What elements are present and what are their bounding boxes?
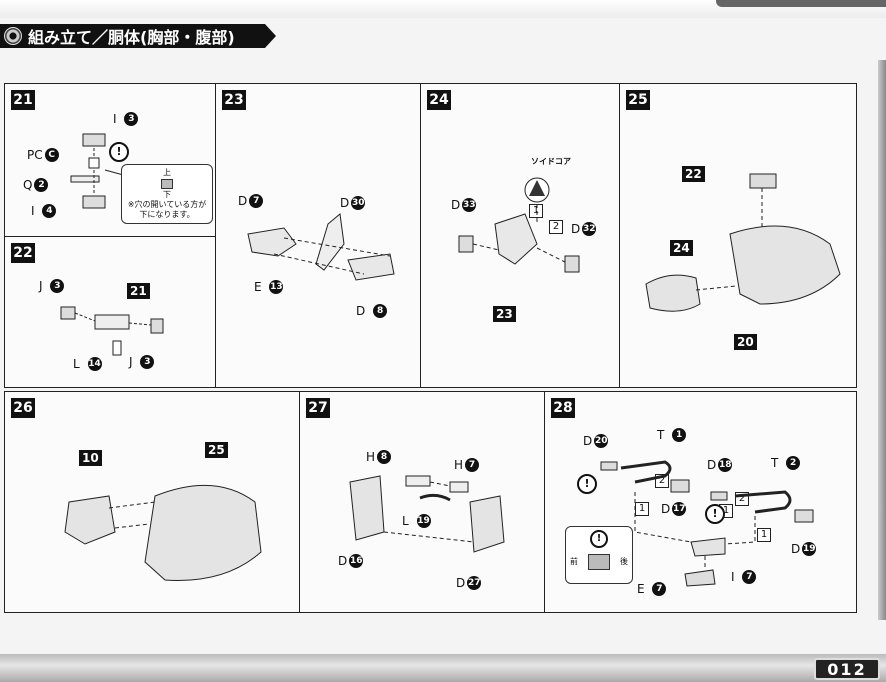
gear-icon bbox=[4, 27, 22, 45]
part-label-t1: T 1 bbox=[657, 428, 687, 442]
step-panel-26: 26 10 25 bbox=[4, 391, 300, 613]
part-label-i7: I 7 bbox=[731, 570, 757, 584]
front-label: 前 bbox=[570, 557, 578, 566]
step-number: 27 bbox=[306, 398, 330, 418]
core-label: ソイドコア bbox=[531, 157, 571, 166]
part-label-t2: T 2 bbox=[771, 456, 801, 470]
section-title: 組み立て／胴体(胸部・腹部) bbox=[0, 24, 276, 48]
part-diagram-27 bbox=[349, 475, 505, 553]
caution-icon-2: ! bbox=[705, 504, 725, 524]
part-diagram-24 bbox=[458, 177, 580, 273]
part-diagram-25 bbox=[645, 173, 841, 312]
back-label: 後 bbox=[620, 557, 628, 566]
orientation-part-icon bbox=[588, 554, 610, 570]
part-label-j-right: J 3 bbox=[129, 355, 155, 369]
step-number: 26 bbox=[11, 398, 35, 418]
part-diagram-22 bbox=[60, 306, 164, 356]
page-edge bbox=[878, 60, 886, 620]
part-label-d8: D 8 bbox=[356, 304, 388, 318]
step-marker-1c: 1 bbox=[757, 528, 771, 542]
hole-orientation-note: 上 下 ※穴の開いている方が 下になります。 bbox=[121, 164, 213, 224]
step-panel-22: 22 J 3 21 J 3 L 14 bbox=[4, 236, 216, 388]
part-label-j-left: J 3 bbox=[39, 279, 65, 293]
step-marker-1: 1 bbox=[529, 204, 543, 218]
header-strip bbox=[716, 0, 886, 7]
front-back-note: ! 前 後 bbox=[565, 526, 633, 584]
part-label-e7: E 7 bbox=[637, 582, 667, 596]
ref-assembly-10: 10 bbox=[79, 450, 102, 466]
step-number: 24 bbox=[427, 90, 451, 110]
ref-assembly-25: 25 bbox=[205, 442, 228, 458]
ref-assembly-22: 22 bbox=[682, 166, 705, 182]
part-diagram-21 bbox=[70, 133, 128, 209]
step-number: 25 bbox=[626, 90, 650, 110]
step-panel-25: 25 22 24 20 bbox=[619, 83, 857, 388]
step-marker-2: 2 bbox=[549, 220, 563, 234]
part-label-l: L 14 bbox=[73, 357, 102, 371]
step-number: 23 bbox=[222, 90, 246, 110]
ref-assembly-24: 24 bbox=[670, 240, 693, 256]
step-number: 21 bbox=[11, 90, 35, 110]
part-label-i-bottom: I 4 bbox=[31, 204, 57, 218]
bottom-bar bbox=[0, 654, 886, 682]
step-number: 22 bbox=[11, 243, 35, 263]
ref-assembly-21: 21 bbox=[127, 283, 150, 299]
part-diagram-26 bbox=[64, 484, 262, 581]
caution-icon-note: ! bbox=[590, 530, 608, 548]
part-label-l19: L 19 bbox=[402, 514, 431, 528]
part-label-e13: E 13 bbox=[254, 280, 284, 294]
part-label-i-top: I 3 bbox=[113, 112, 139, 126]
page-number: 012 bbox=[814, 658, 880, 680]
step-marker-1a: 1 bbox=[635, 502, 649, 516]
section-title-text: 組み立て／胴体(胸部・腹部) bbox=[28, 28, 235, 47]
ref-assembly-20: 20 bbox=[734, 334, 757, 350]
step-number: 28 bbox=[551, 398, 575, 418]
caution-icon: ! bbox=[109, 142, 129, 162]
caution-icon-1: ! bbox=[577, 474, 597, 494]
ref-assembly-23: 23 bbox=[493, 306, 516, 322]
part-diagram-28 bbox=[600, 460, 814, 587]
top-header-bar bbox=[0, 0, 886, 18]
part-diagram-23 bbox=[247, 213, 395, 281]
